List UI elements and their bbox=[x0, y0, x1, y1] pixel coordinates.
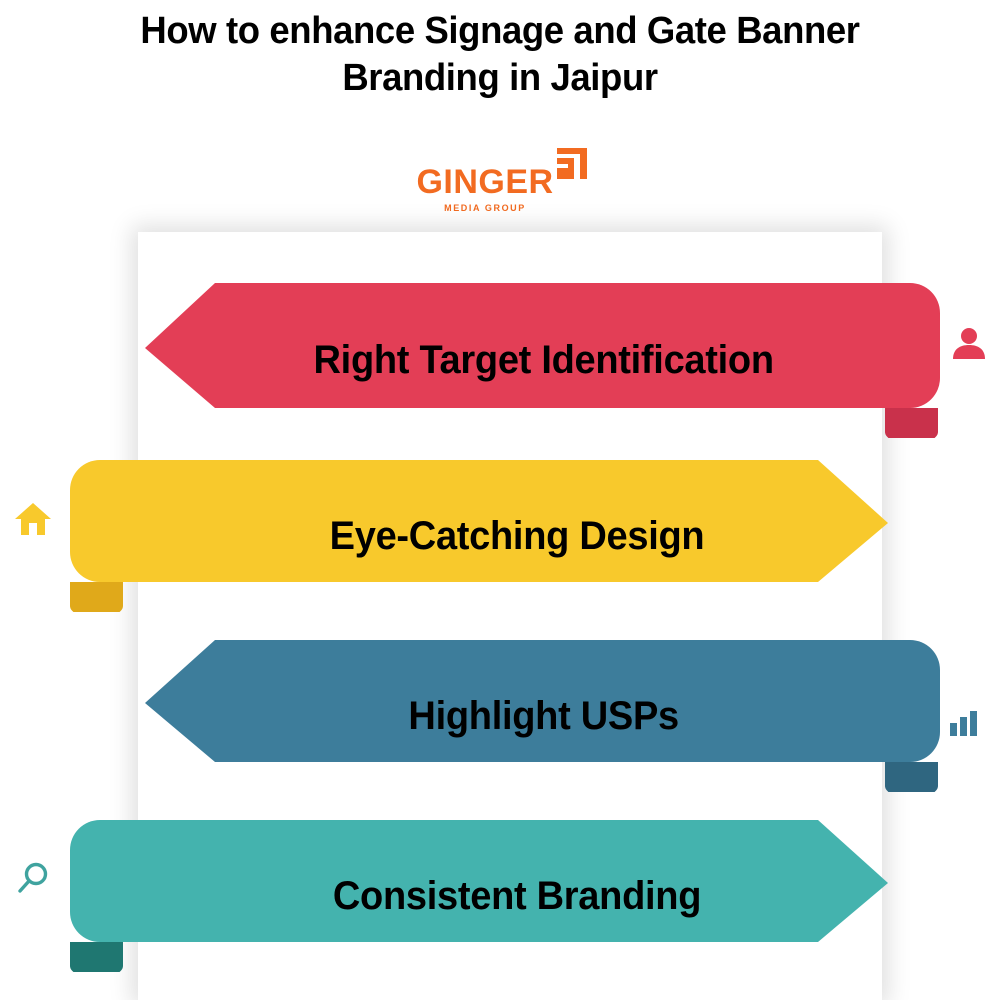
page-title-line-1: How to enhance Signage and Gate Banner bbox=[140, 10, 860, 52]
person-icon bbox=[946, 320, 992, 366]
banner-right-target-identification[interactable]: Right Target Identification bbox=[145, 283, 940, 438]
brand-logo: GINGER MEDIA GROUP bbox=[0, 143, 1000, 221]
banner-eye-catching-design[interactable]: Eye-Catching Design bbox=[68, 460, 888, 612]
banner-highlight-usps[interactable]: Highlight USPs bbox=[145, 640, 940, 792]
bar-chart-icon bbox=[940, 698, 986, 744]
home-icon bbox=[10, 496, 56, 542]
nested-square-arrow-icon bbox=[551, 143, 593, 185]
banner-consistent-branding[interactable]: Consistent Branding bbox=[68, 820, 888, 972]
page-title: How to enhance Signage and Gate Banner B… bbox=[0, 8, 1000, 102]
ribbon-shape-yellow bbox=[68, 460, 888, 612]
search-icon bbox=[10, 856, 56, 902]
ribbon-shape-red bbox=[145, 283, 940, 438]
logo-tagline: MEDIA GROUP bbox=[444, 203, 526, 213]
ribbon-shape-teal bbox=[68, 820, 888, 972]
ribbon-shape-blue bbox=[145, 640, 940, 792]
page-title-line-2: Branding in Jaipur bbox=[342, 57, 658, 99]
logo-wordmark: GINGER bbox=[416, 163, 554, 201]
